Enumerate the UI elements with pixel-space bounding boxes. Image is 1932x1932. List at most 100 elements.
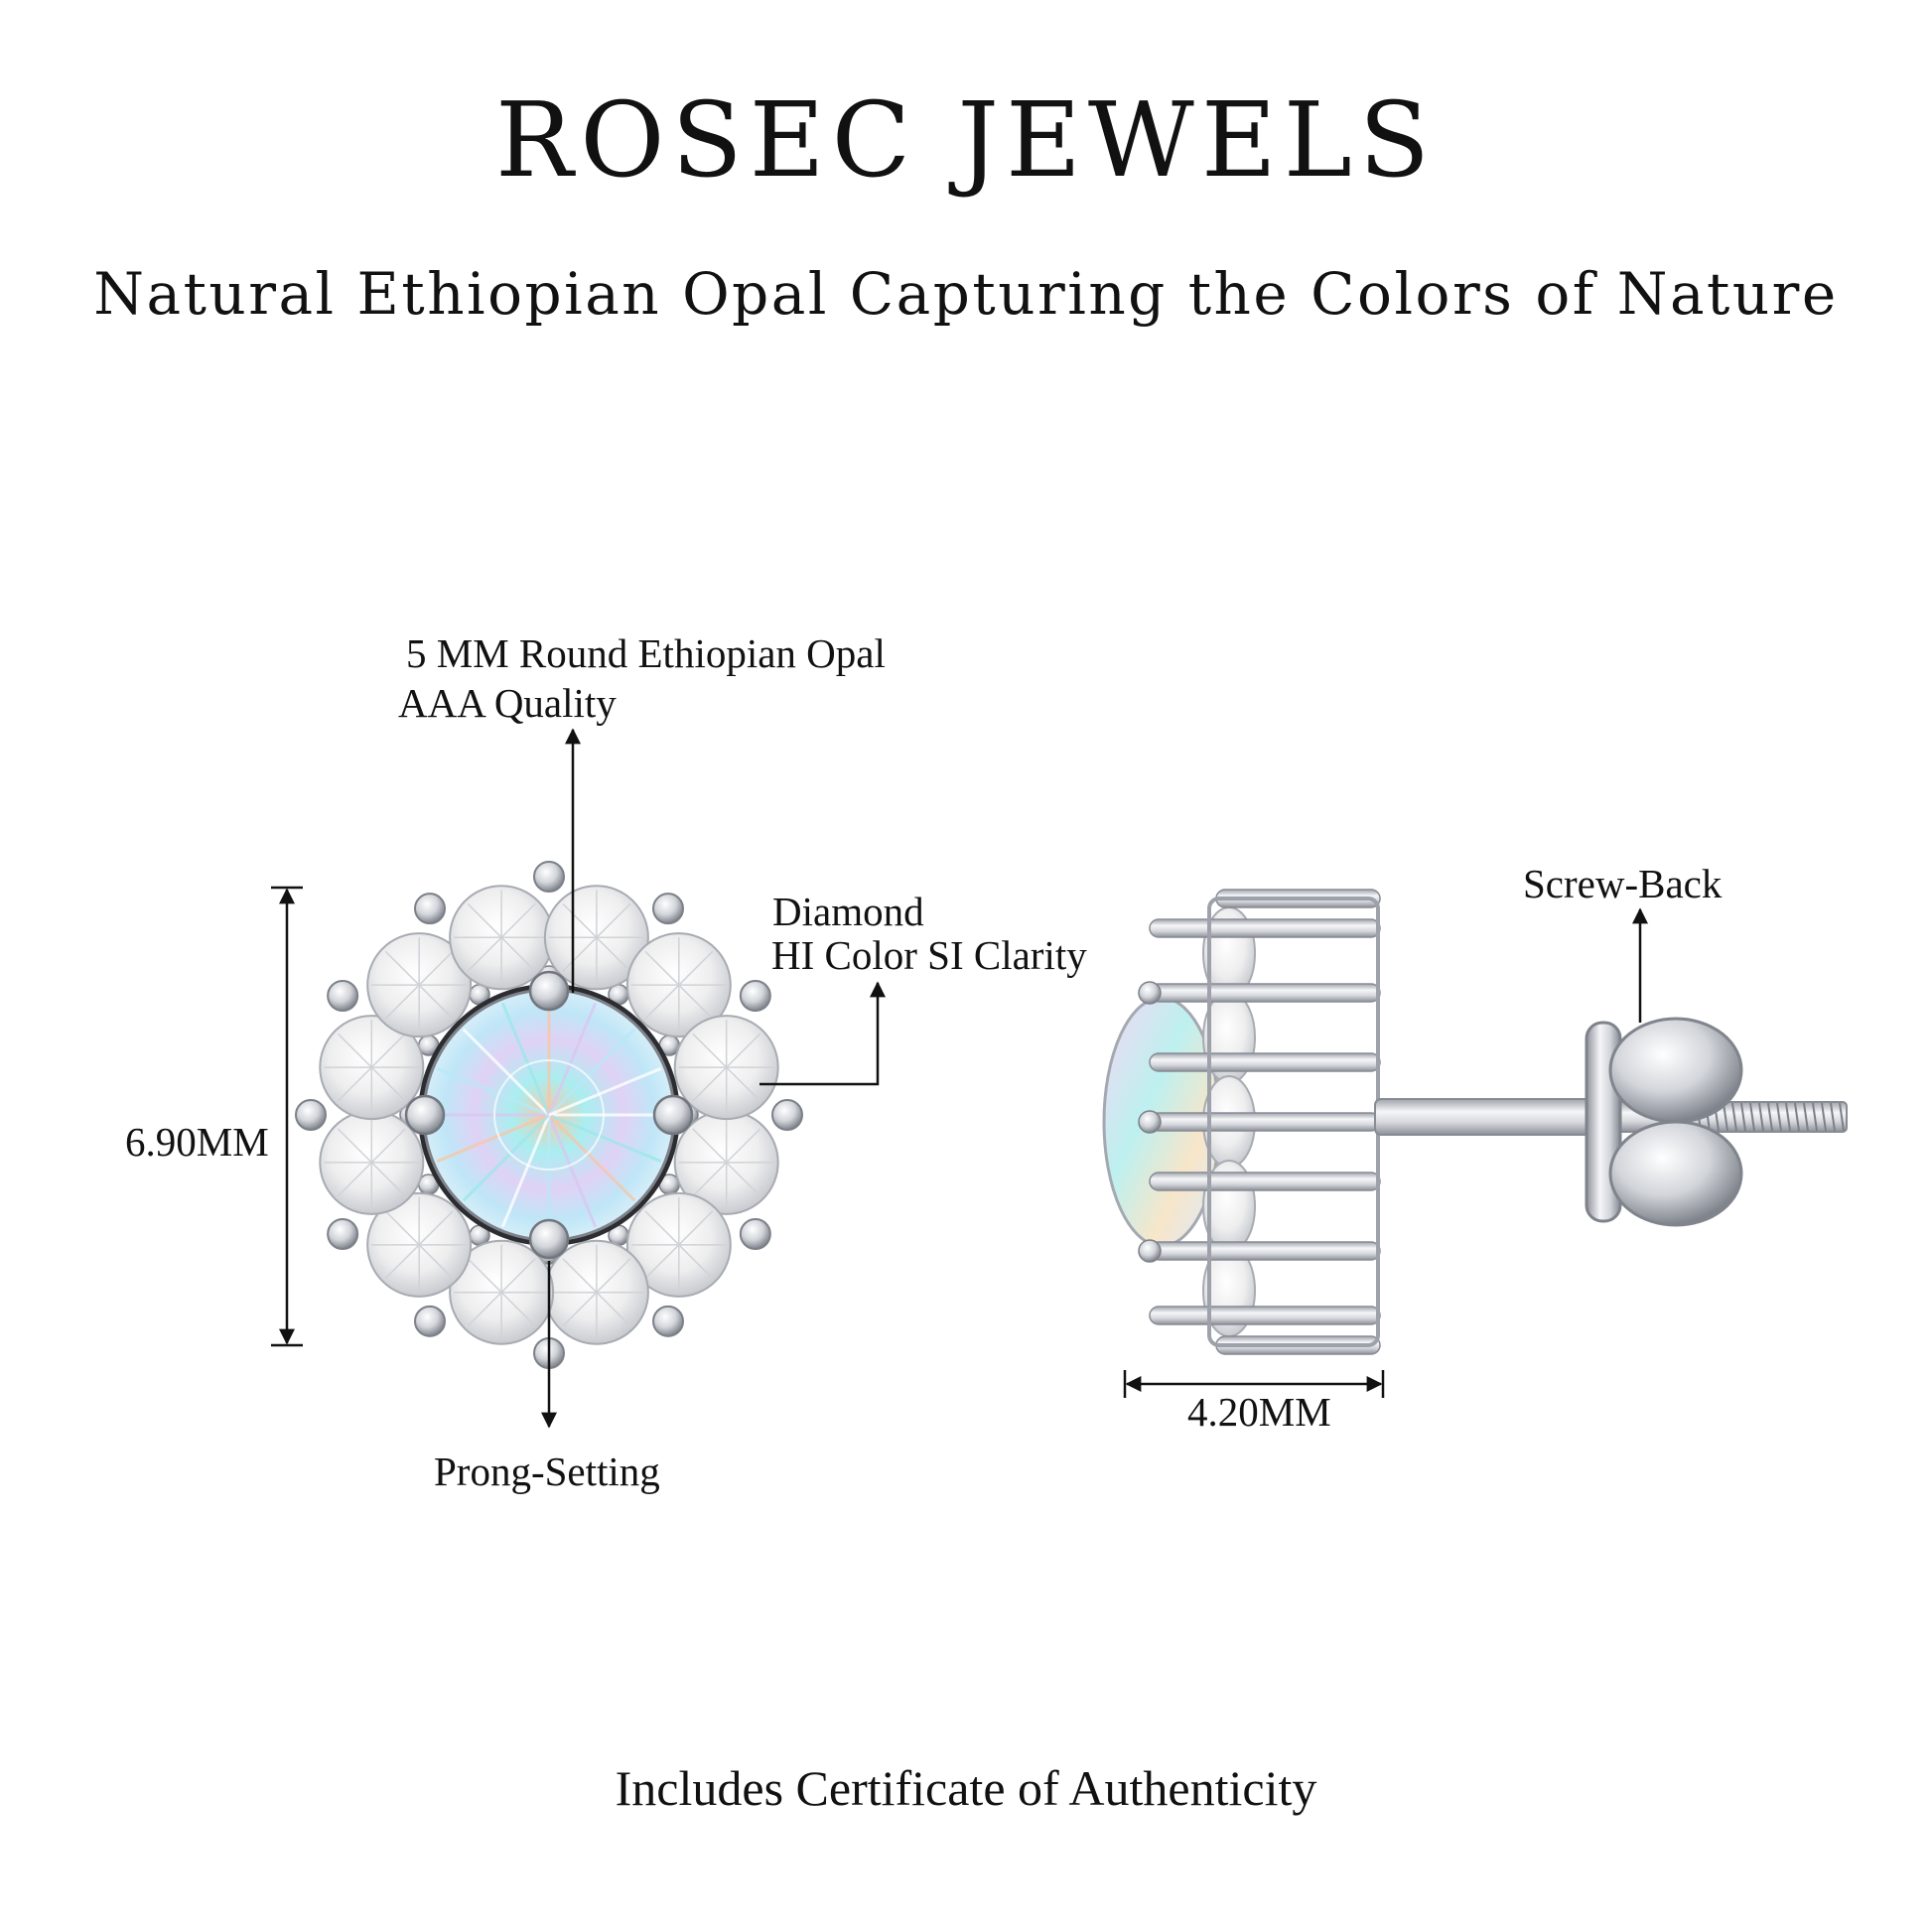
opal-facet xyxy=(547,1002,598,1116)
halo-diamond-facet xyxy=(467,1258,502,1294)
halo-diamond-facet xyxy=(370,1066,406,1102)
halo-diamond-facet xyxy=(337,1033,372,1068)
opal-label-line2: AAA Quality xyxy=(398,680,617,726)
thread-line xyxy=(1821,1102,1827,1132)
halo-diamond-facet xyxy=(500,1258,536,1294)
halo-diamond-facet xyxy=(337,1066,372,1102)
side-claws xyxy=(1138,889,1381,1355)
thread-line xyxy=(1794,1102,1800,1132)
thread-line xyxy=(1767,1102,1773,1132)
opal-facet xyxy=(462,1113,551,1202)
opal-facet xyxy=(547,1113,636,1202)
halo-diamond-facet xyxy=(384,950,420,986)
thread-line xyxy=(1839,1102,1845,1132)
halo-diamond-facet xyxy=(500,902,536,938)
halo-diamond-facet xyxy=(384,1210,420,1246)
halo-diamond-facet xyxy=(562,902,598,938)
halo-prong xyxy=(295,1099,327,1131)
opal-facet xyxy=(548,1066,662,1117)
certificate-note: Includes Certificate of Authenticity xyxy=(615,1760,1317,1816)
opal-table xyxy=(493,1059,605,1171)
thread-line xyxy=(1776,1102,1782,1132)
halo-diamond-facet xyxy=(337,1162,372,1197)
halo-prong xyxy=(652,893,684,925)
screw-back-label: Screw-Back xyxy=(1523,861,1723,906)
side-claw-tip xyxy=(1138,981,1162,1005)
side-claw-bar xyxy=(1149,1172,1381,1191)
side-claw-bar xyxy=(1149,983,1381,1003)
halo-diamond-facet xyxy=(384,1244,420,1280)
opal-facet xyxy=(548,1113,662,1164)
opal-facets xyxy=(428,994,670,1236)
halo-diamond-facet xyxy=(726,1066,761,1102)
thread-line xyxy=(1785,1102,1791,1132)
halo-diamond-facet xyxy=(692,1128,728,1164)
halo-diamond-facet xyxy=(418,1210,454,1246)
diamond-label-line1: Diamond xyxy=(772,889,924,934)
side-claw-bar xyxy=(1149,1112,1381,1132)
opal-facet xyxy=(500,1002,551,1116)
prong-setting-label: Prong-Setting xyxy=(434,1449,660,1494)
side-claw-bar xyxy=(1149,1306,1381,1325)
halo-diamond-facet xyxy=(562,1292,598,1327)
depth-label: 4.20MM xyxy=(1187,1389,1331,1435)
main-prong xyxy=(652,1094,694,1136)
halo-diamond-facet xyxy=(596,902,631,938)
halo-diamond-facet xyxy=(692,1066,728,1102)
halo-diamond-facet xyxy=(644,1210,680,1246)
side-view xyxy=(1102,889,1848,1355)
thread-line xyxy=(1731,1102,1737,1132)
halo-diamond-facet xyxy=(370,1162,406,1197)
halo-prong xyxy=(414,893,446,925)
halo-diamond-facet xyxy=(384,984,420,1020)
screw-back-wing-top xyxy=(1608,1017,1743,1124)
side-claw-tip xyxy=(1138,1110,1162,1134)
halo-diamond-facet xyxy=(692,1162,728,1197)
side-claw-bar xyxy=(1149,1241,1381,1261)
side-claw-tip xyxy=(1138,1239,1162,1263)
halo-diamond-facet xyxy=(678,1244,714,1280)
halo-diamond-facet xyxy=(500,1292,536,1327)
thread-line xyxy=(1803,1102,1809,1132)
screw-back-wing-bottom xyxy=(1608,1120,1743,1227)
opal-facet xyxy=(500,1114,551,1228)
halo-prong xyxy=(327,980,359,1012)
thread-line xyxy=(1812,1102,1818,1132)
diamond-leader xyxy=(759,981,886,1086)
halo-prongs xyxy=(295,861,803,1369)
halo-diamond-facet xyxy=(370,1033,406,1068)
main-prong xyxy=(528,1218,570,1260)
halo-diamond-facet xyxy=(418,1244,454,1280)
halo-diamonds xyxy=(319,885,779,1345)
opal-facet xyxy=(547,1114,598,1228)
halo-diamond-facet xyxy=(500,936,536,972)
halo-diamond-facet xyxy=(644,984,680,1020)
halo-diamond-facet xyxy=(678,984,714,1020)
halo-diamond-facet xyxy=(678,950,714,986)
diamond-label-line2: HI Color SI Clarity xyxy=(771,932,1087,978)
front-view xyxy=(295,861,803,1369)
halo-diamond-facet xyxy=(596,936,631,972)
halo-prong xyxy=(533,861,565,893)
halo-diamond-facet xyxy=(467,936,502,972)
thread-line xyxy=(1723,1102,1728,1132)
halo-diamond-facet xyxy=(418,984,454,1020)
halo-prong xyxy=(652,1305,684,1337)
halo-diamond-facet xyxy=(726,1128,761,1164)
halo-diamond-facet xyxy=(467,902,502,938)
thread-line xyxy=(1758,1102,1764,1132)
opal-facet xyxy=(547,1028,636,1117)
halo-diamond-facet xyxy=(726,1033,761,1068)
halo-diamond-facet xyxy=(337,1128,372,1164)
halo-prong xyxy=(739,1218,771,1250)
thread-line xyxy=(1749,1102,1755,1132)
tagline: Natural Ethiopian Opal Capturing the Col… xyxy=(93,260,1839,328)
halo-diamond-facet xyxy=(467,1292,502,1327)
halo-diamond-facet xyxy=(644,1244,680,1280)
halo-prong xyxy=(771,1099,803,1131)
halo-prong xyxy=(414,1305,446,1337)
halo-diamond-facet xyxy=(562,1258,598,1294)
halo-diamond-facet xyxy=(678,1210,714,1246)
thread-line xyxy=(1740,1102,1746,1132)
